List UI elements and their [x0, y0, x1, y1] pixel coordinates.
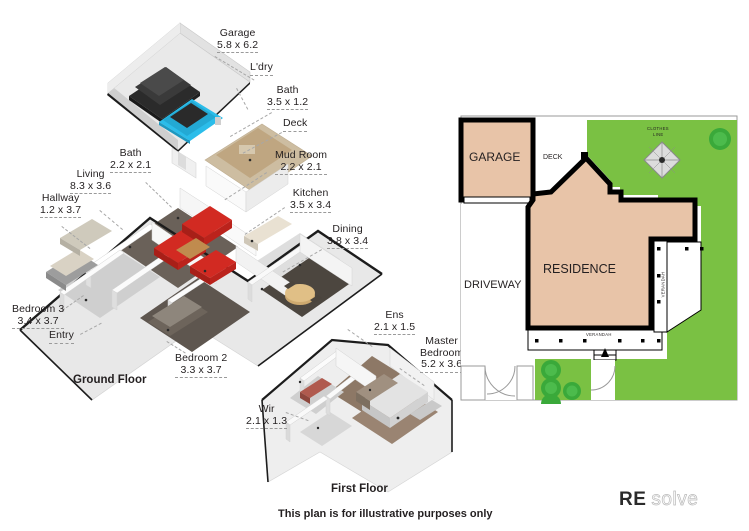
logo-mark-bold: RE [619, 489, 647, 510]
first-floor-body [261, 338, 453, 493]
room-label-mudroom: Mud Room 2.2 x 2.1 [275, 149, 328, 175]
lawn-areas [535, 120, 737, 400]
room-label-garage: Garage 5.8 x 6.2 [217, 27, 259, 53]
site-trees [541, 128, 731, 404]
room-label-bath-upper: Bath 3.5 x 1.2 [267, 84, 309, 110]
room-dimensions: 2.2 x 2.1 [275, 161, 328, 175]
site-label-verandah-right: VERANDAH [660, 271, 666, 298]
room-name: Bedroom 2 [175, 352, 228, 364]
room-dimensions: 8.3 x 3.6 [70, 180, 112, 194]
site-label-verandah-bottom: VERANDAH [586, 332, 612, 337]
room-name: Hallway [41, 192, 80, 204]
resolve-logo: RE solve [619, 487, 698, 513]
entry-steps [593, 348, 617, 361]
first-floor-caption: First Floor [331, 483, 388, 495]
site-label-clothes-line-2: LINE [653, 132, 664, 137]
room-dimensions: 2.1 x 1.5 [374, 321, 416, 335]
room-label-bath-lower: Bath 2.2 x 2.1 [110, 147, 152, 173]
room-dimensions: 5.8 x 6.2 [217, 39, 259, 53]
room-dimensions: 2.2 x 2.1 [110, 159, 152, 173]
room-name: Living [76, 168, 105, 180]
room-dimensions: 3.5 x 3.4 [290, 199, 332, 213]
site-label-garage: GARAGE [469, 150, 521, 164]
room-label-kitchen: Kitchen 3.5 x 3.4 [290, 187, 332, 213]
deck-area [204, 123, 313, 195]
room-label-bedroom3: Bedroom 3 3.4 x 3.7 [12, 303, 65, 329]
room-dimensions: 3.3 x 3.7 [175, 364, 228, 378]
room-label-bedroom2: Bedroom 2 3.3 x 3.7 [175, 352, 228, 378]
room-name: Garage [219, 27, 256, 39]
dining-furniture [284, 281, 322, 305]
room-name: Ens [385, 309, 404, 321]
clothes-line-symbol [643, 141, 681, 179]
garage-block [107, 22, 251, 152]
site-label-residence: RESIDENCE [543, 262, 616, 276]
room-label-living: Living 8.3 x 3.6 [70, 168, 112, 194]
room-dimensions: 3.5 x 1.2 [267, 96, 309, 110]
room-name: Entry [49, 329, 75, 344]
isometric-plan-graphics [19, 22, 453, 493]
vehicle-sportscar [159, 99, 223, 144]
site-label-clothes-line-1: CLOTHES [647, 126, 669, 131]
room-label-dining: Dining 3.8 x 3.4 [327, 223, 369, 249]
room-name: Deck [283, 117, 308, 132]
bedroom-furniture [46, 219, 208, 336]
room-name: Dining [332, 223, 363, 235]
room-name-line1: Master [425, 335, 458, 347]
room-dimensions: 3.8 x 3.4 [327, 235, 369, 249]
room-label-hallway: Hallway 1.2 x 3.7 [40, 192, 82, 218]
room-dimensions: 3.4 x 3.7 [12, 315, 65, 329]
master-bed [356, 374, 428, 428]
site-label-deck: DECK [543, 154, 563, 161]
garage-to-house-connector [171, 147, 197, 179]
room-label-entry: Entry [49, 329, 75, 344]
ground-floor-body [19, 158, 383, 401]
logo-mark-light: solve [651, 489, 699, 511]
room-label-ldry: L'dry [250, 61, 273, 76]
ground-floor-caption: Ground Floor [73, 374, 147, 386]
room-name: L'dry [250, 61, 273, 76]
room-dimensions: 1.2 x 3.7 [40, 204, 82, 218]
site-label-driveway: DRIVEWAY [464, 279, 522, 291]
room-name: Bedroom 3 [12, 303, 65, 315]
room-name: Wir [258, 403, 275, 415]
disclaimer-text: This plan is for illustrative purposes o… [278, 508, 493, 520]
room-name: Bath [276, 84, 299, 96]
room-name: Kitchen [292, 187, 329, 199]
room-name-line2: Bedroom [420, 346, 464, 359]
room-label-master-bedroom: Master Bedroom 5.2 x 3.6 [420, 335, 464, 373]
site-verandah-areas [527, 240, 702, 351]
verandah-posts [535, 247, 704, 343]
driveway-gate [460, 365, 534, 401]
site-garage-building [458, 117, 536, 204]
site-plan: GARAGE DECK RESIDENCE DRIVEWAY CLOTHES L… [455, 114, 743, 404]
site-residence-building [525, 154, 698, 331]
room-label-ens: Ens 2.1 x 1.5 [374, 309, 416, 335]
room-name: Mud Room [275, 149, 328, 161]
room-label-deck: Deck [283, 117, 308, 132]
living-room-sofas [154, 206, 236, 285]
room-dimensions: 5.2 x 3.6 [420, 358, 464, 373]
room-label-wir: Wir 2.1 x 1.3 [246, 403, 288, 429]
room-dimensions: 2.1 x 1.3 [246, 415, 288, 429]
room-name: Bath [119, 147, 142, 159]
